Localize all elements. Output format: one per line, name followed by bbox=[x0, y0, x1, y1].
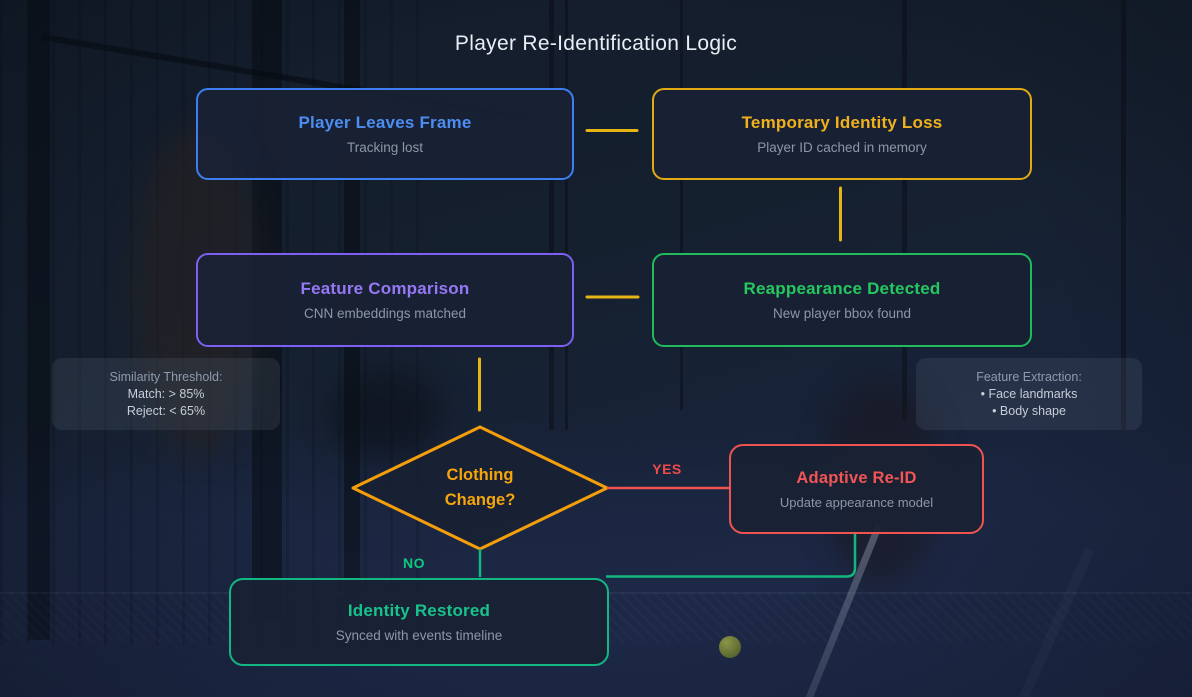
node-title: Temporary Identity Loss bbox=[741, 113, 943, 132]
node-subtitle: Player ID cached in memory bbox=[757, 140, 927, 155]
node-title: Reappearance Detected bbox=[743, 279, 941, 298]
decision-label-line1: Clothing bbox=[446, 466, 514, 484]
node-identity-restored: Identity Restored Synced with events tim… bbox=[229, 578, 609, 666]
glass-panel-divider bbox=[565, 0, 568, 430]
note-line: • Body shape bbox=[992, 403, 1066, 418]
node-feature-comparison: Feature Comparison CNN embeddings matche… bbox=[196, 253, 574, 347]
node-title: Adaptive Re-ID bbox=[796, 468, 917, 487]
decision-label-line2: Change? bbox=[444, 491, 516, 509]
node-subtitle: Update appearance model bbox=[779, 494, 934, 510]
glass-panel-divider bbox=[902, 0, 907, 420]
node-subtitle: New player bbox found bbox=[772, 306, 912, 321]
fence-post bbox=[28, 0, 50, 640]
node-title: Feature Comparison bbox=[300, 279, 470, 298]
glass-panel-divider bbox=[549, 0, 554, 430]
node-title: Identity Restored bbox=[347, 601, 491, 620]
node-subtitle: Synced with events timeline bbox=[335, 628, 503, 643]
note-heading: Similarity Threshold: bbox=[109, 369, 223, 384]
racket-silhouette bbox=[330, 368, 442, 460]
node-temporary-identity-loss: Temporary Identity Loss Player ID cached… bbox=[652, 88, 1032, 180]
decision-label: Clothing Change? bbox=[404, 463, 556, 513]
note-line: • Face landmarks bbox=[980, 386, 1078, 401]
node-subtitle: CNN embeddings matched bbox=[303, 306, 467, 321]
edge-label-yes: YES bbox=[652, 461, 682, 477]
edge-adaptive-reid-to-identity-restored bbox=[606, 531, 857, 578]
node-title: Player Leaves Frame bbox=[298, 113, 472, 132]
note-line: Reject: < 65% bbox=[126, 403, 206, 418]
glass-panel-divider bbox=[680, 0, 683, 410]
node-player-leaves-frame: Player Leaves Frame Tracking lost bbox=[196, 88, 574, 180]
node-adaptive-reid: Adaptive Re-ID Update appearance model bbox=[729, 444, 984, 534]
node-subtitle: Tracking lost bbox=[346, 140, 424, 155]
note-line: Match: > 85% bbox=[127, 386, 205, 401]
node-reappearance-detected: Reappearance Detected New player bbox fo… bbox=[652, 253, 1032, 347]
tennis-ball bbox=[719, 636, 741, 658]
page-title: Player Re-Identification Logic bbox=[454, 32, 738, 55]
note-similarity-threshold: Similarity Threshold: Match: > 85% Rejec… bbox=[52, 358, 280, 430]
edge-label-no: NO bbox=[403, 555, 425, 571]
note-feature-extraction: Feature Extraction: • Face landmarks • B… bbox=[916, 358, 1142, 430]
glass-panel-divider bbox=[1121, 0, 1126, 430]
note-heading: Feature Extraction: bbox=[976, 369, 1082, 384]
